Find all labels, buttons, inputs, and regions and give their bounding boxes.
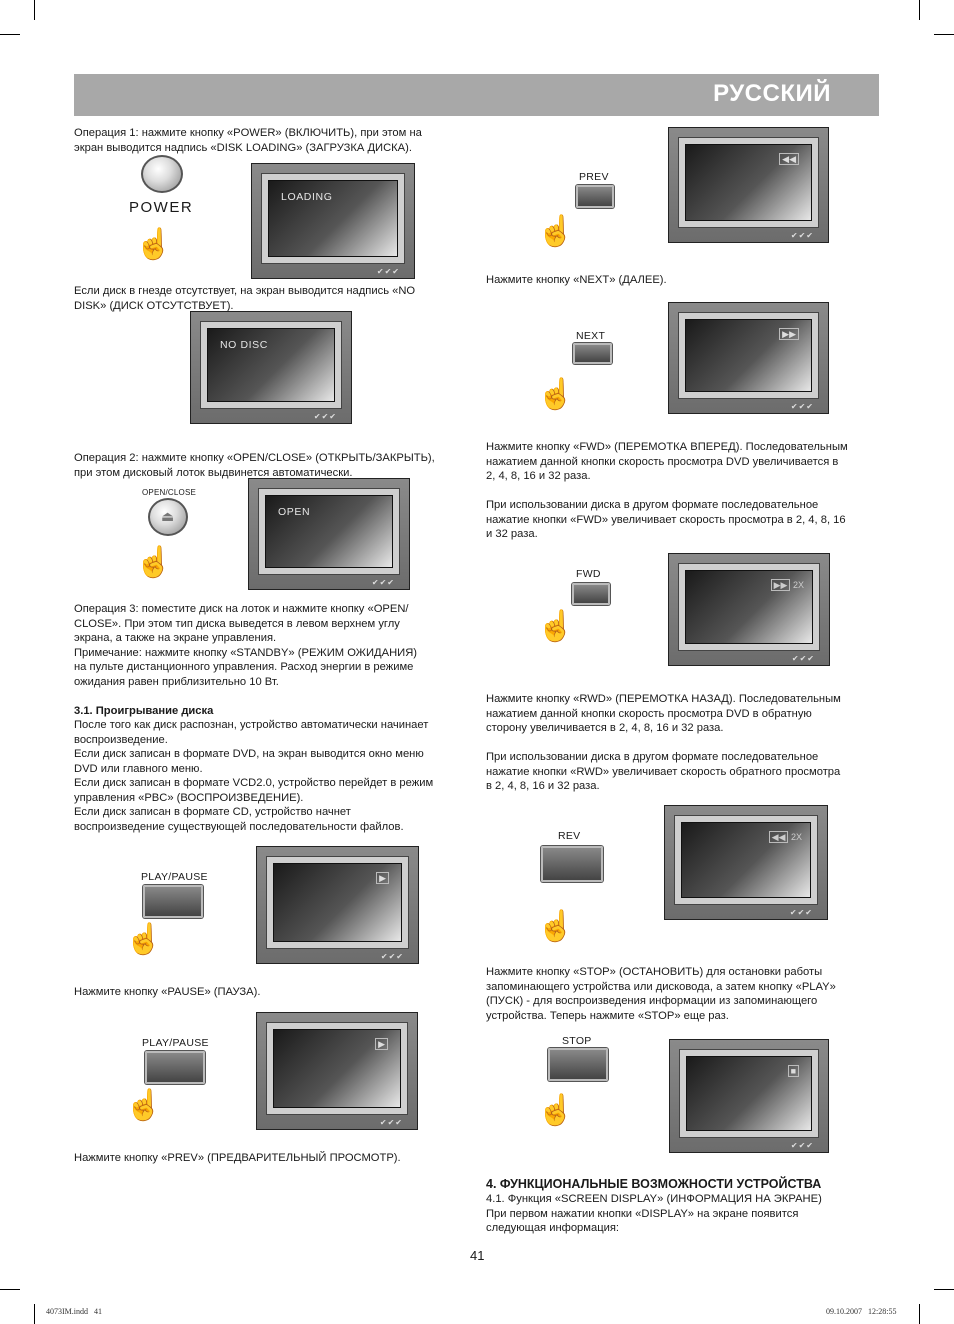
rev-label: REV — [558, 830, 581, 842]
hand-icon: ☝ — [135, 546, 173, 579]
speed-label: 2X — [792, 580, 804, 590]
prev-text: Нажмите кнопку «PREV» (ПРЕДВАРИТЕЛЬНЫЙ П… — [74, 1152, 401, 1164]
power-label: POWER — [129, 199, 194, 216]
tv-pause: ▶ ✔✔✔ — [256, 1012, 418, 1130]
next-label: NEXT — [576, 330, 606, 342]
tv-next: ▶▶ ✔✔✔ — [668, 302, 829, 414]
stop-text: Нажмите кнопку «STOP» (ОСТАНОВИТЬ) для о… — [486, 966, 836, 1022]
stop-label: STOP — [562, 1035, 592, 1047]
openclose-label: OPEN/CLOSE — [142, 488, 197, 497]
skip-next-icon: ▶▶ — [779, 328, 799, 340]
hand-icon: ☝ — [537, 910, 575, 943]
hand-icon: ☝ — [135, 228, 173, 261]
fwd-label: FWD — [576, 568, 601, 580]
section-3-1-body: После того как диск распознан, устройств… — [74, 719, 434, 833]
hand-icon: ☝ — [537, 215, 575, 248]
hand-icon: ☝ — [125, 923, 163, 956]
rewind-icon: ◀◀ — [768, 831, 789, 843]
tv-prev: ◀◀ ✔✔✔ — [668, 127, 829, 243]
rev-button — [541, 846, 603, 882]
tv-fwd: ▶▶ 2X ✔✔✔ — [668, 553, 830, 666]
stop-icon: ■ — [787, 1065, 799, 1077]
playpause-button — [143, 885, 203, 918]
next-text: Нажмите кнопку «NEXT» (ДАЛЕЕ). — [486, 274, 667, 286]
hand-icon: ☝ — [537, 378, 575, 411]
rewind-icon: ◀◀ — [779, 153, 799, 165]
tv-play: ▶ ✔✔✔ — [256, 846, 419, 964]
section-3-1-title: 3.1. Проигрывание диска — [74, 705, 214, 717]
playpause-label: PLAY/PAUSE — [141, 871, 208, 883]
tv-open: OPEN ✔✔✔ — [248, 478, 410, 590]
openclose-button: ⏏ — [148, 498, 188, 536]
tv-rev: ◀◀ 2X ✔✔✔ — [664, 805, 828, 920]
hand-icon: ☝ — [537, 1094, 575, 1127]
header-bar: РУССКИЙ — [74, 74, 879, 116]
screen-text: LOADING — [281, 191, 333, 203]
rwd-text: Нажмите кнопку «RWD» (ПЕРЕМОТКА НАЗАД). … — [486, 693, 841, 792]
footer-file: 4073IM.indd 41 — [46, 1307, 102, 1316]
play-icon: ▶ — [375, 1038, 388, 1050]
speed-label: 2X — [790, 832, 802, 842]
prev-label: PREV — [579, 171, 609, 183]
hand-icon: ☝ — [537, 610, 575, 643]
op1-text: Операция 1: нажмите кнопку «POWER» (ВКЛЮ… — [74, 127, 422, 154]
next-button — [573, 343, 612, 364]
section-4-title: 4. ФУНКЦИОНАЛЬНЫЕ ВОЗМОЖНОСТИ УСТРОЙСТВА — [486, 1177, 822, 1191]
screen-text: NO DISC — [220, 339, 268, 351]
page-number: 41 — [470, 1248, 485, 1263]
screen-text: OPEN — [278, 506, 311, 518]
section-4-body: 4.1. Функция «SCREEN DISPLAY» (ИНФОРМАЦИ… — [486, 1193, 822, 1234]
pause-text: Нажмите кнопку «PAUSE» (ПАУЗА). — [74, 986, 261, 998]
playpause-label: PLAY/PAUSE — [142, 1037, 209, 1049]
tv-loading: LOADING ✔✔✔ — [251, 163, 415, 279]
fwd-text: Нажмите кнопку «FWD» (ПЕРЕМОТКА ВПЕРЕД).… — [486, 441, 848, 540]
eject-icon: ⏏ — [161, 508, 175, 524]
play-icon: ▶ — [376, 872, 389, 884]
tv-nodisc: NO DISC ✔✔✔ — [190, 311, 352, 424]
prev-button — [576, 185, 614, 208]
power-button — [141, 155, 183, 193]
playpause-button — [145, 1051, 205, 1084]
fast-forward-icon: ▶▶ — [770, 579, 791, 591]
tv-stop: ■ ✔✔✔ — [669, 1039, 829, 1153]
op3-text: Операция 3: поместите диск на лоток и на… — [74, 603, 417, 688]
stop-button — [548, 1048, 608, 1081]
hand-icon: ☝ — [125, 1089, 163, 1122]
footer-date: 09.10.2007 12:28:55 — [826, 1307, 897, 1316]
op2-text: Операция 2: нажмите кнопку «OPEN/CLOSE» … — [74, 452, 435, 479]
no-disk-text: Если диск в гнезде отсутствует, на экран… — [74, 285, 416, 312]
fwd-button — [572, 583, 610, 605]
page-title: РУССКИЙ — [713, 80, 831, 107]
